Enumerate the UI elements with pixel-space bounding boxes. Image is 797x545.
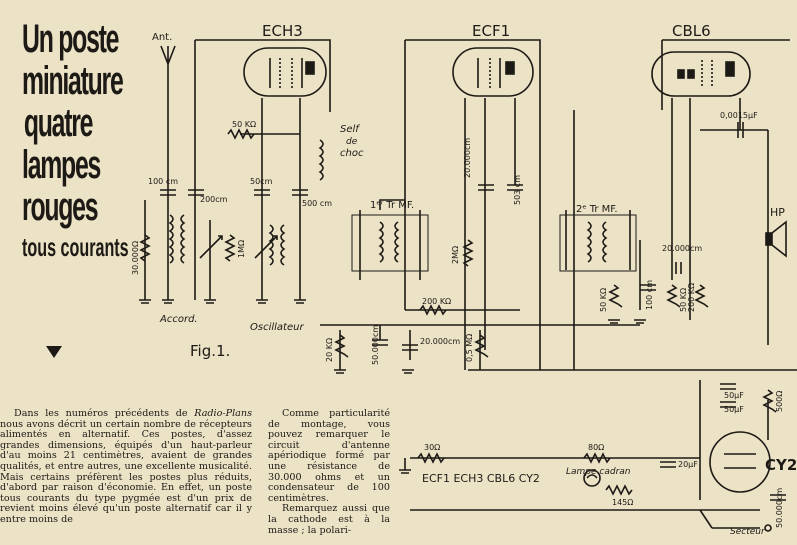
circuit-wiring: [144, 39, 797, 511]
value-500cm: 500 cm: [302, 199, 332, 208]
tube-ech3-icon: [243, 47, 327, 97]
speaker-icon: [765, 220, 787, 258]
resistor-05m-icon: [474, 334, 489, 358]
resistor-30-icon: [417, 452, 445, 464]
article-title: Un poste miniature quatre lampes rouges …: [0, 18, 129, 264]
value-50k-c: 50 KΩ: [679, 288, 688, 312]
value-20000cm-c: 20.000cm: [662, 244, 702, 253]
article-paragraph-3: Remarquez aussi que la cathode est à la …: [268, 503, 390, 536]
ground-symbols: [139, 299, 646, 474]
article-paragraph-1: Dans les numéros précédents de Radio-Pla…: [0, 408, 252, 525]
tube-cbl6-icon: [651, 51, 751, 97]
value-50k-b: 50 KΩ: [599, 288, 608, 312]
value-2m: 2MΩ: [451, 246, 460, 264]
value-0015uf: 0,0015μF: [720, 111, 758, 120]
tube-label-cy2: CY2: [765, 456, 797, 474]
title-line-5: rouges: [22, 185, 98, 229]
label-secteur: Secteur: [730, 527, 766, 537]
value-20000cm-a: 20.000cm: [463, 138, 472, 178]
resistor-20k-icon: [334, 334, 349, 358]
value-30: 30Ω: [424, 443, 440, 452]
value-50uf-a: 50μF: [724, 391, 744, 400]
transformer-mf1-icon: [351, 214, 429, 272]
figure-caption: Fig.1.: [190, 342, 230, 360]
resistor-80-icon: [583, 452, 611, 464]
label-accord: Accord.: [159, 314, 198, 325]
variable-capacitor-icon: [199, 235, 278, 259]
value-503cm: 503 cm: [513, 175, 522, 205]
transformer-mf2-icon: [559, 214, 637, 272]
value-100cm-b: 100 cm: [645, 280, 654, 310]
title-line-4: lampes: [22, 143, 101, 187]
article-column-2: Comme particularité de montage, vous pou…: [268, 408, 390, 536]
value-80: 80Ω: [588, 443, 604, 452]
dial-lamp-icon: [583, 469, 601, 487]
capacitors: [160, 122, 786, 501]
value-50000cm: 50.000cm: [371, 325, 380, 365]
resistor-500-icon: [762, 389, 777, 413]
tube-label-cbl6: CBL6: [672, 22, 711, 40]
value-05m: 0,5 MΩ: [465, 334, 474, 362]
value-500: 500Ω: [775, 391, 784, 412]
resistor-200k-b-icon: [694, 284, 709, 308]
resistor-1m-icon: [224, 234, 236, 262]
title-line-3: quatre: [23, 101, 94, 145]
coil-self-choc-icon: [318, 139, 324, 181]
value-200k-b: 200 KΩ: [687, 283, 696, 312]
coil-oscillator-icon: [268, 224, 286, 266]
label-tr1: 1ᵉʳ Tr MF.: [370, 200, 414, 211]
label-oscillateur: Oscillateur: [250, 322, 304, 333]
resistors: [139, 128, 777, 496]
article-column-1: Dans les numéros précédents de Radio-Pla…: [0, 408, 252, 526]
resistor-50k-icon: [227, 128, 255, 140]
tube-ecf1-icon: [452, 47, 534, 97]
value-20000cm-b: 20.000cm: [420, 337, 460, 346]
value-50uf-b: 50μF: [724, 405, 744, 414]
value-100cm: 100 cm: [148, 177, 178, 186]
label-lampe-cadran: Lampe cadran: [566, 467, 631, 477]
value-30000: 30.000Ω: [131, 241, 140, 275]
resistor-30000-icon: [139, 234, 151, 262]
value-1m: 1MΩ: [237, 240, 246, 258]
label-self-3: choc: [340, 148, 364, 159]
value-200k-a: 200 KΩ: [422, 297, 451, 306]
resistor-50k-c-icon: [666, 284, 681, 308]
value-20k: 20 KΩ: [325, 338, 334, 362]
tube-label-ecf1: ECF1: [472, 22, 510, 40]
label-hp: HP: [770, 206, 785, 219]
label-ant: Ant.: [152, 32, 172, 43]
tube-cy2-icon: [709, 431, 771, 493]
label-self-1: Self: [340, 124, 360, 135]
antenna-icon: [160, 45, 176, 120]
resistor-50k-b-icon: [608, 284, 623, 308]
tube-label-ech3: ECH3: [262, 22, 303, 40]
value-50k: 50 KΩ: [232, 120, 256, 129]
resistor-2m-icon: [462, 239, 474, 267]
resistor-200k-icon: [419, 304, 447, 316]
mains-switch-icon: [699, 509, 772, 532]
value-50cm: 50cm: [250, 177, 273, 186]
value-200cm: 200cm: [200, 195, 228, 204]
down-arrow-icon: [46, 346, 62, 358]
label-filament-chain: ECF1 ECH3 CBL6 CY2: [422, 472, 540, 485]
resistor-145-icon: [605, 484, 633, 496]
value-20uf: 20μF: [678, 460, 698, 469]
label-tr2: 2ᵉ Tr MF.: [576, 204, 618, 215]
value-50000cm-b: 50.000cm: [775, 488, 784, 528]
value-145: 145Ω: [612, 498, 633, 507]
article-paragraph-2: Comme particularité de montage, vous pou…: [268, 408, 390, 504]
label-self-2: de: [346, 137, 358, 147]
coil-antenna-icon: [168, 214, 186, 264]
